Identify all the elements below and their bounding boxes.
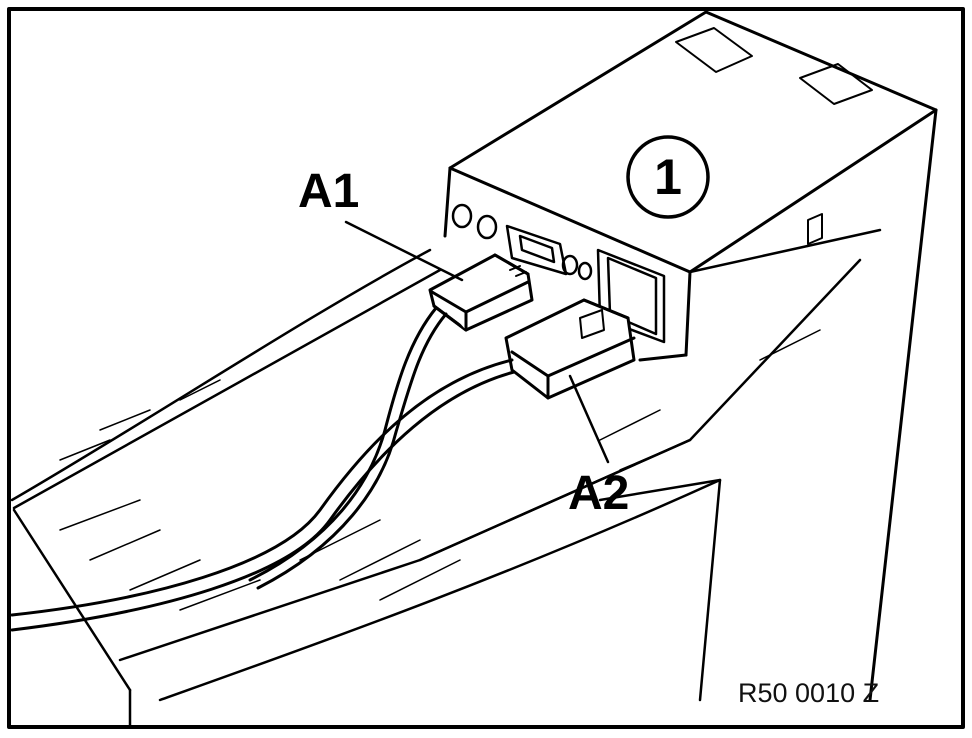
- leader-lines: [344, 220, 610, 464]
- item-number: 1: [654, 149, 682, 205]
- cable-a2: [10, 358, 516, 632]
- port-panel: [451, 203, 666, 344]
- device-top-slots: [675, 27, 873, 245]
- callout-circle: [626, 135, 710, 219]
- leader-a1: [344, 220, 464, 282]
- device-unit: [443, 10, 938, 702]
- housing-hatching: [59, 329, 821, 611]
- connector-a2: [504, 298, 636, 400]
- figure-code: R50 0010 Z: [738, 678, 880, 708]
- label-a1: A1: [298, 165, 360, 218]
- label-a2: A2: [568, 467, 630, 520]
- figure-frame: [7, 7, 965, 729]
- leader-a2: [568, 374, 610, 464]
- connector-a1: [428, 253, 534, 332]
